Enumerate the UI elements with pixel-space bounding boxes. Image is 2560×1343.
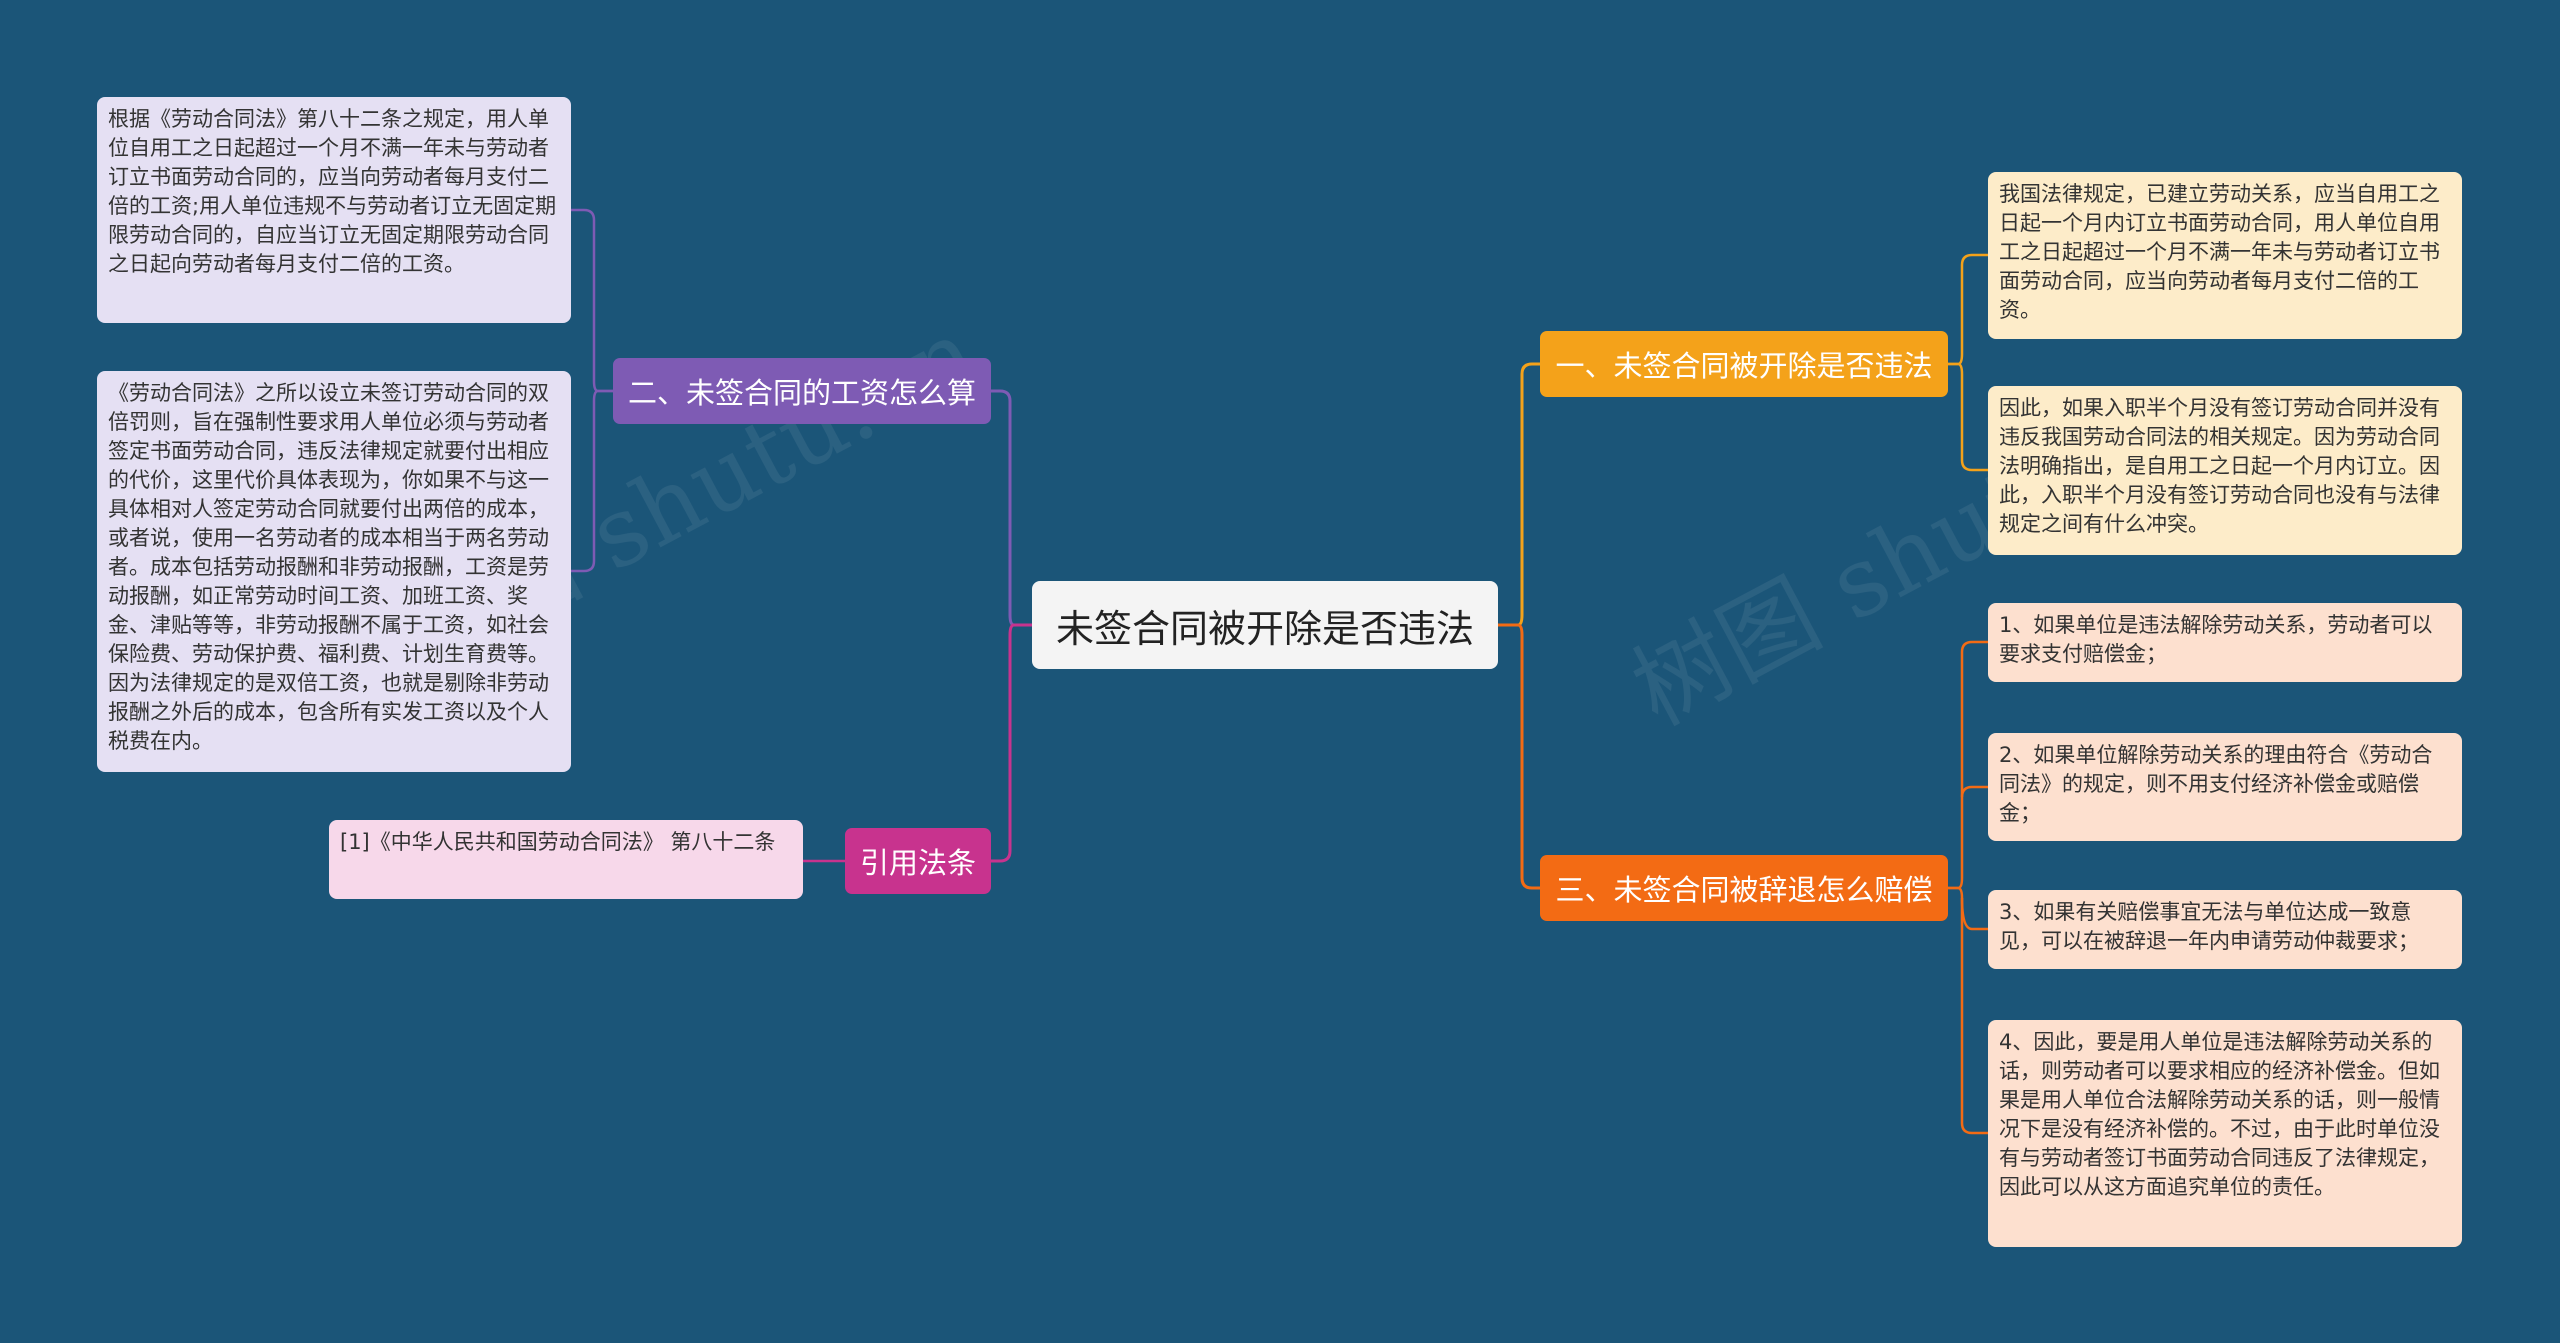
connector-root-b3 — [1498, 623, 1540, 890]
leaf-topic-compensation-4[interactable]: 4、因此，要是用人单位是违法解除劳动关系的话，则劳动者可以要求相应的经济补偿金。… — [1988, 1020, 2462, 1247]
connector-b2-leaf2 — [571, 389, 613, 573]
leaf-topic-double-wage-explanation[interactable]: 《劳动合同法》之所以设立未签订劳动合同的双倍罚则，旨在强制性要求用人单位必须与劳… — [97, 371, 571, 772]
connector-b3-leaf1 — [1948, 640, 1988, 890]
connector-b1-leaf1 — [1948, 253, 1988, 366]
leaf-topic-compensation-3[interactable]: 3、如果有关赔偿事宜无法与单位达成一致意见，可以在被辞退一年内申请劳动仲裁要求； — [1988, 890, 2462, 969]
connector-b3-leaf4 — [1948, 886, 1988, 1135]
connector-b2-leaf1 — [571, 208, 613, 393]
branch-topic-cited-law[interactable]: 引用法条 — [845, 828, 991, 894]
leaf-topic-half-month-conclusion[interactable]: 因此，如果入职半个月没有签订劳动合同并没有违反我国劳动合同法的相关规定。因为劳动… — [1988, 386, 2462, 555]
connector-root-b4 — [991, 623, 1032, 863]
connector-b3-leaf3 — [1960, 897, 1988, 931]
branch-topic-dismissal-compensation[interactable]: 三、未签合同被辞退怎么赔偿 — [1540, 855, 1948, 921]
connector-root-b1 — [1498, 362, 1540, 627]
leaf-topic-law-citation[interactable]: [1]《中华人民共和国劳动合同法》 第八十二条 — [329, 820, 803, 899]
root-topic[interactable]: 未签合同被开除是否违法 — [1032, 581, 1498, 669]
leaf-topic-article-82[interactable]: 根据《劳动合同法》第八十二条之规定，用人单位自用工之日起超过一个月不满一年未与劳… — [97, 97, 571, 323]
branch-topic-wage-calculation[interactable]: 二、未签合同的工资怎么算 — [613, 358, 991, 424]
leaf-topic-compensation-2[interactable]: 2、如果单位解除劳动关系的理由符合《劳动合同法》的规定，则不用支付经济补偿金或赔… — [1988, 733, 2462, 841]
connector-root-b2 — [991, 389, 1032, 627]
connector-b3-leaf2 — [1960, 785, 1988, 798]
leaf-topic-compensation-1[interactable]: 1、如果单位是违法解除劳动关系，劳动者可以要求支付赔偿金； — [1988, 603, 2462, 682]
branch-topic-not-signed-dismissal-legality[interactable]: 一、未签合同被开除是否违法 — [1540, 331, 1948, 397]
leaf-topic-legal-requirement[interactable]: 我国法律规定，已建立劳动关系，应当自用工之日起一个月内订立书面劳动合同，用人单位… — [1988, 172, 2462, 339]
connector-b1-leaf2 — [1948, 362, 1988, 472]
